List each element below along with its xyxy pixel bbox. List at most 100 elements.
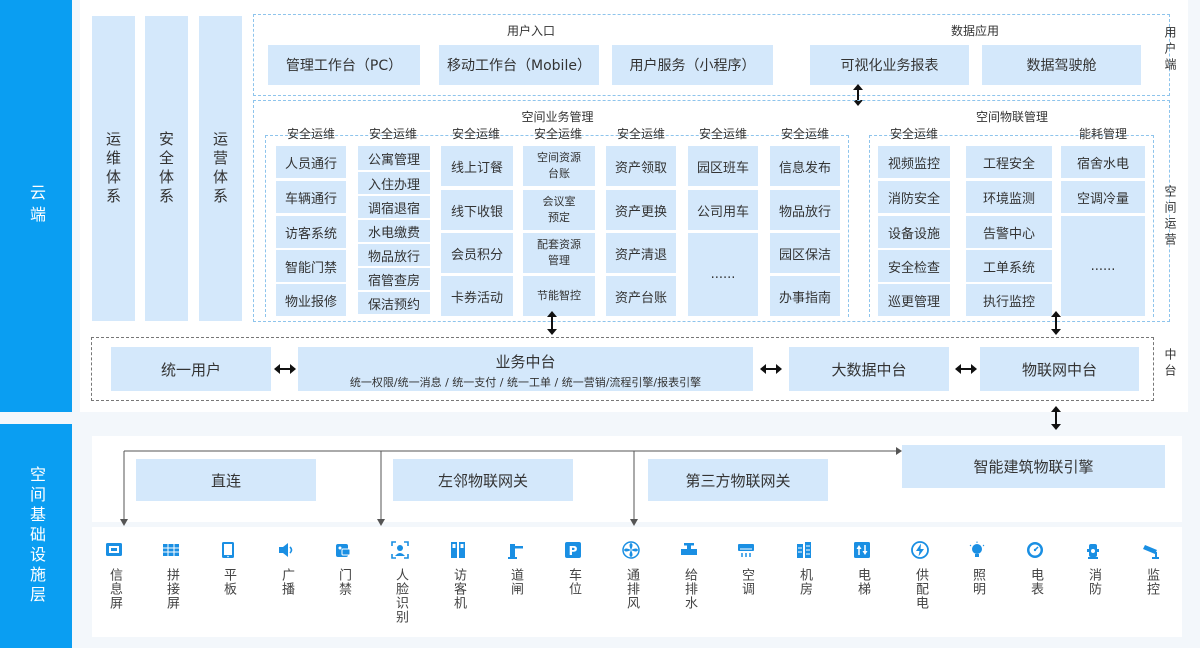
iot-item[interactable]: 环境监测 bbox=[966, 181, 1052, 213]
device-label: 监控 bbox=[1144, 568, 1159, 596]
biz-item[interactable]: 线上订餐 bbox=[441, 146, 513, 186]
iot-item[interactable]: 工程安全 bbox=[966, 146, 1052, 178]
gateway-third-party[interactable]: 第三方物联网关 bbox=[648, 459, 828, 501]
biz-item[interactable]: ...... bbox=[688, 233, 758, 316]
iot-item[interactable]: 空调冷量 bbox=[1061, 181, 1145, 213]
biz-item[interactable]: 空间资源 台账 bbox=[523, 146, 595, 186]
iot-col-header-3: 能耗管理 bbox=[1078, 127, 1127, 141]
data-app-report[interactable]: 可视化业务报表 bbox=[810, 45, 969, 85]
entry-pc-workbench[interactable]: 管理工作台（PC） bbox=[268, 45, 420, 85]
biz-item[interactable]: 配套资源 管理 bbox=[523, 233, 595, 273]
business-middle-box[interactable]: 业务中台 统一权限/统一消息 / 统一支付 / 统一工单 / 统一营销/流程引擎… bbox=[298, 347, 753, 391]
biz-item[interactable]: 人员通行 bbox=[276, 146, 346, 178]
biz-col-header-2: 安全运维 bbox=[368, 127, 417, 141]
space-ops-section bbox=[253, 100, 1170, 322]
biz-item[interactable]: 园区班车 bbox=[688, 146, 758, 186]
biz-item[interactable]: 公寓管理 bbox=[358, 146, 430, 170]
iot-item[interactable]: ...... bbox=[1061, 216, 1145, 316]
face-scan-icon bbox=[391, 541, 409, 559]
biz-item[interactable]: 资产清退 bbox=[606, 233, 676, 273]
gateway-direct[interactable]: 直连 bbox=[136, 459, 316, 501]
biz-item[interactable]: 宿管查房 bbox=[358, 268, 430, 290]
device-label: 消防 bbox=[1086, 568, 1101, 596]
biz-item[interactable]: 水电缴费 bbox=[358, 220, 430, 242]
iot-col-header-1: 安全运维 bbox=[889, 127, 938, 141]
fire-hydrant-icon bbox=[1087, 544, 1099, 559]
iot-middle-box[interactable]: 物联网中台 bbox=[980, 347, 1139, 391]
biz-item[interactable]: 公司用车 bbox=[688, 190, 758, 230]
entry-mobile-workbench[interactable]: 移动工作台（Mobile） bbox=[439, 45, 599, 85]
device-label: 人脸识别 bbox=[393, 568, 408, 624]
unified-user-box[interactable]: 统一用户 bbox=[111, 347, 271, 391]
cctv-camera-icon bbox=[1143, 545, 1159, 559]
biz-item[interactable]: 车辆通行 bbox=[276, 181, 346, 213]
middle-label: 中台 bbox=[1163, 348, 1177, 380]
iot-item[interactable]: 视频监控 bbox=[878, 146, 950, 178]
iot-item[interactable]: 安全检查 bbox=[878, 250, 950, 282]
space-business-inner bbox=[265, 135, 849, 317]
kiosk-icon bbox=[451, 542, 465, 558]
iot-item[interactable]: 消防安全 bbox=[878, 181, 950, 213]
device-label: 通排风 bbox=[624, 568, 639, 610]
biz-item[interactable]: 智能门禁 bbox=[276, 250, 346, 282]
biz-item[interactable]: 访客系统 bbox=[276, 216, 346, 248]
biz-item[interactable]: 物业报修 bbox=[276, 284, 346, 316]
entry-mini-program[interactable]: 用户服务（小程序） bbox=[612, 45, 773, 85]
gateway-neighbor[interactable]: 左邻物联网关 bbox=[393, 459, 573, 501]
device-label: 机房 bbox=[797, 568, 812, 596]
data-app-cockpit[interactable]: 数据驾驶舱 bbox=[982, 45, 1141, 85]
biz-col-header-7: 安全运维 bbox=[780, 127, 829, 141]
iot-item[interactable]: 宿舍水电 bbox=[1061, 146, 1145, 178]
tablet-icon bbox=[222, 542, 234, 558]
biz-item[interactable]: 办事指南 bbox=[770, 276, 840, 316]
power-icon bbox=[911, 541, 929, 559]
iot-item[interactable]: 告警中心 bbox=[966, 216, 1052, 248]
biz-item[interactable]: 会员积分 bbox=[441, 233, 513, 273]
biz-item[interactable]: 入住办理 bbox=[358, 172, 430, 194]
device-label: 信息屏 bbox=[107, 568, 122, 610]
speaker-icon bbox=[279, 543, 293, 557]
biz-item[interactable]: 线下收银 bbox=[441, 190, 513, 230]
elevator-icon bbox=[854, 542, 870, 558]
iot-item[interactable]: 执行监控 bbox=[966, 284, 1052, 316]
arrow-bigdata-iot bbox=[955, 364, 977, 374]
biz-col-header-6: 安全运维 bbox=[698, 127, 747, 141]
device-label: 拼接屏 bbox=[164, 568, 179, 610]
business-middle-title: 业务中台 bbox=[495, 353, 556, 371]
biz-item[interactable]: 调宿退宿 bbox=[358, 196, 430, 218]
iot-item[interactable]: 巡更管理 bbox=[878, 284, 950, 316]
biz-item[interactable]: 节能智控 bbox=[523, 276, 595, 316]
biz-item[interactable]: 会议室 预定 bbox=[523, 190, 595, 230]
device-label: 电梯 bbox=[855, 568, 870, 596]
biz-item[interactable]: 资产更换 bbox=[606, 190, 676, 230]
system-security: 安全体系 bbox=[145, 16, 188, 321]
biz-item[interactable]: 资产台账 bbox=[606, 276, 676, 316]
device-label: 道闸 bbox=[508, 568, 523, 596]
system-ops: 运维体系 bbox=[92, 16, 135, 321]
system-operation: 运营体系 bbox=[199, 16, 242, 321]
biz-item[interactable]: 资产领取 bbox=[606, 146, 676, 186]
arrow-dataapp-iot bbox=[853, 84, 863, 106]
biz-item[interactable]: 卡券活动 bbox=[441, 276, 513, 316]
bigdata-middle-box[interactable]: 大数据中台 bbox=[789, 347, 949, 391]
device-label: 照明 bbox=[970, 568, 985, 596]
business-middle-subtitle: 统一权限/统一消息 / 统一支付 / 统一工单 / 统一营销/流程引擎/报表引擎 bbox=[349, 376, 702, 389]
biz-item[interactable]: 保洁预约 bbox=[358, 292, 430, 314]
biz-item[interactable]: 物品放行 bbox=[770, 190, 840, 230]
svg-text:P: P bbox=[569, 544, 578, 558]
user-end-label: 用户端 bbox=[1163, 26, 1177, 74]
biz-item[interactable]: 信息发布 bbox=[770, 146, 840, 186]
arrow-middle-infra bbox=[1051, 406, 1061, 430]
device-label: 门禁 bbox=[336, 568, 351, 596]
device-label: 车位 bbox=[566, 568, 581, 596]
device-label: 空调 bbox=[739, 568, 754, 596]
device-label: 电表 bbox=[1028, 568, 1043, 596]
iot-item[interactable]: 设备设施 bbox=[878, 216, 950, 248]
biz-item[interactable]: 物品放行 bbox=[358, 244, 430, 266]
parking-icon: P bbox=[565, 542, 581, 558]
biz-item[interactable]: 园区保洁 bbox=[770, 233, 840, 273]
iot-item[interactable]: 工单系统 bbox=[966, 250, 1052, 282]
arrow-business-bigdata bbox=[760, 364, 782, 374]
smart-building-iot-engine[interactable]: 智能建筑物联引擎 bbox=[902, 445, 1165, 488]
light-bulb-icon bbox=[969, 541, 985, 557]
